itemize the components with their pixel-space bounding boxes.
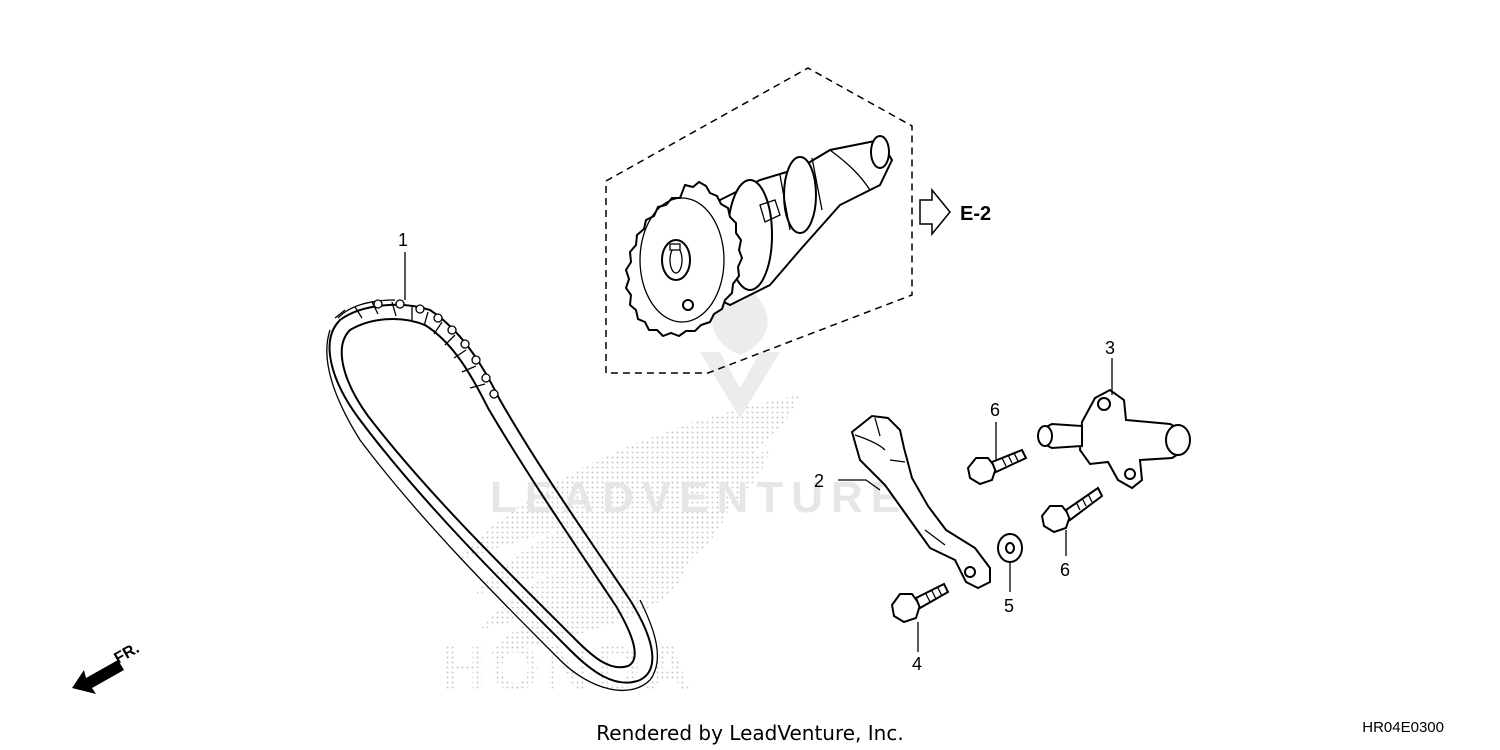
leadventure-logo-watermark: LEADVENTURE bbox=[490, 290, 908, 522]
tensioner-lifter bbox=[1037, 388, 1191, 490]
leadventure-watermark-text: LEADVENTURE bbox=[490, 473, 908, 522]
callout-numbers: 1 2 3 4 5 6 6 bbox=[398, 230, 1115, 674]
bolt-6-upper bbox=[966, 448, 1028, 486]
bolt-4 bbox=[890, 582, 950, 624]
camshaft-assembly-boundary bbox=[605, 67, 913, 374]
bolt-6-lower bbox=[1040, 486, 1104, 534]
leader-lines bbox=[404, 252, 1113, 652]
washer-5 bbox=[997, 533, 1023, 563]
hollow-arrow-icon bbox=[919, 187, 951, 237]
honda-wing-watermark bbox=[460, 395, 800, 655]
front-arrow-icon bbox=[72, 660, 124, 694]
diagram-code: HR04E0300 bbox=[1362, 719, 1444, 736]
callout-3: 3 bbox=[1105, 338, 1115, 358]
cam-chain bbox=[326, 299, 658, 692]
callout-6-upper: 6 bbox=[990, 400, 1000, 420]
callout-4: 4 bbox=[912, 654, 922, 674]
callout-5: 5 bbox=[1004, 596, 1014, 616]
front-direction-indicator: FR. bbox=[72, 640, 142, 694]
cam-sprocket bbox=[624, 180, 744, 338]
callout-6-lower: 6 bbox=[1060, 560, 1070, 580]
tensioner-slipper bbox=[850, 414, 991, 590]
callout-2: 2 bbox=[814, 471, 824, 491]
reference-arrow-e2[interactable]: E-2 bbox=[919, 187, 991, 237]
footer-credit: Rendered by LeadVenture, Inc. bbox=[596, 721, 903, 745]
camshaft bbox=[624, 135, 894, 338]
reference-label: E-2 bbox=[960, 203, 991, 225]
callout-1: 1 bbox=[398, 230, 408, 250]
